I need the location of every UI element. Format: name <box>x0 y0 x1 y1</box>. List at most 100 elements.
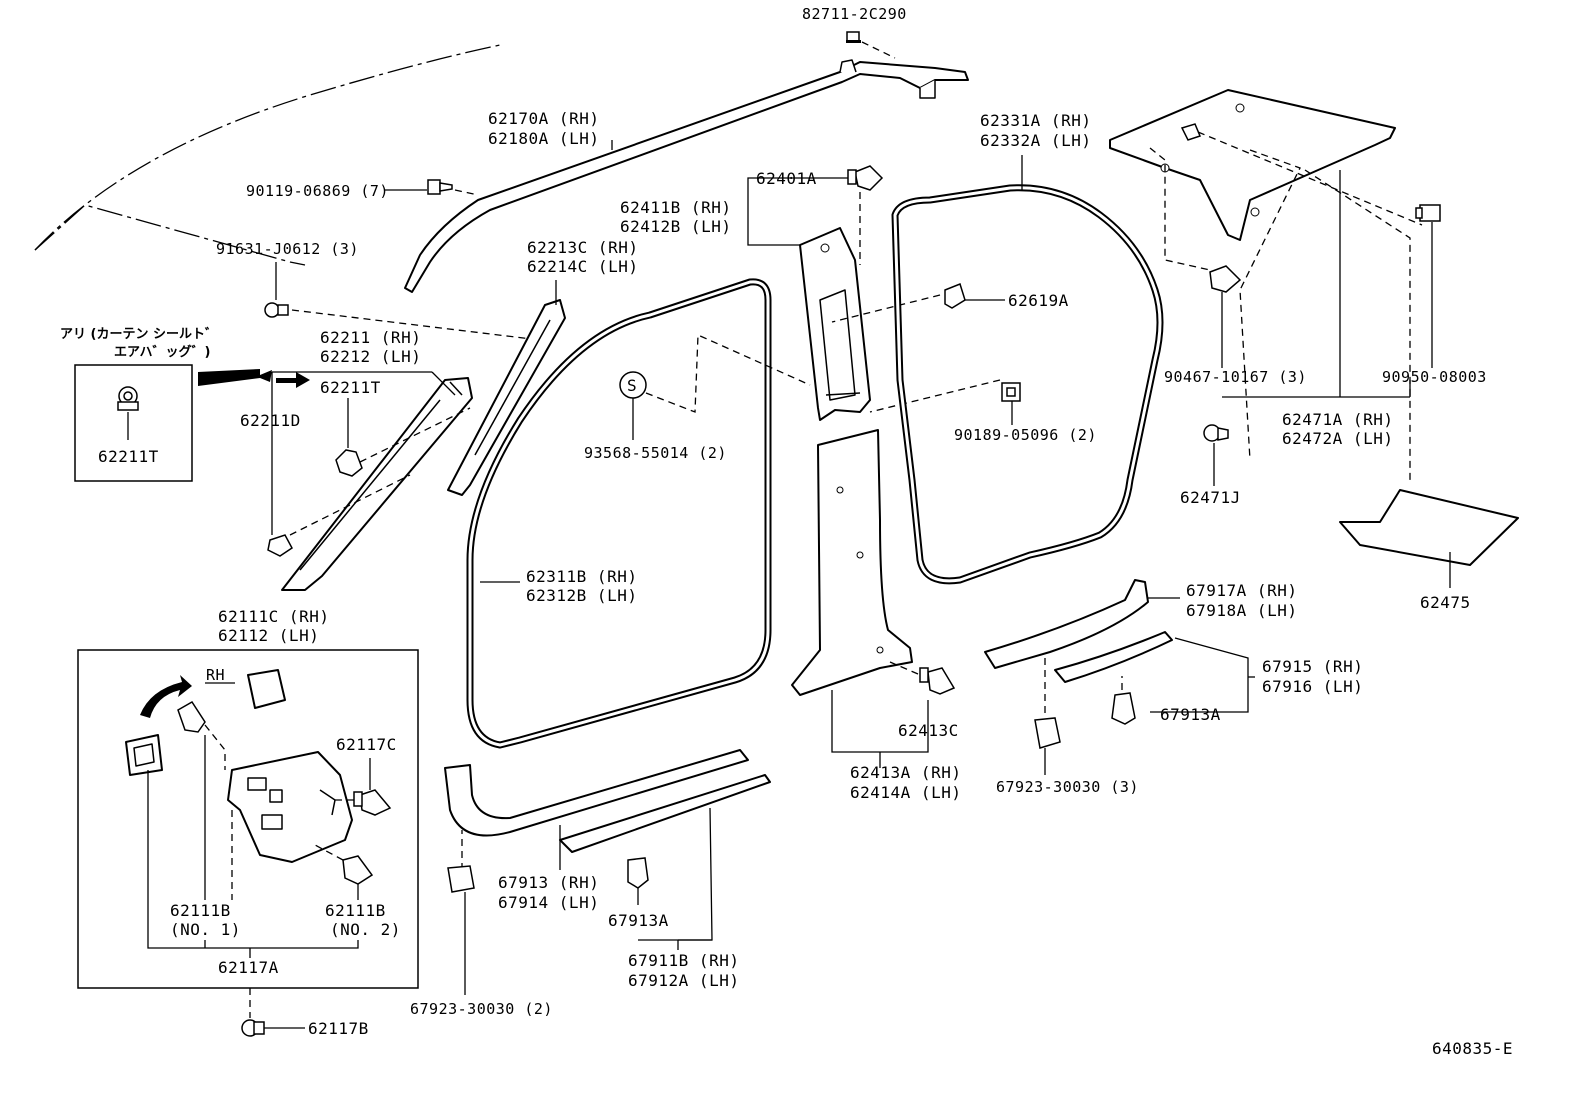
label-62111b1: 62111B <box>170 901 231 920</box>
label-62401a: 62401A <box>756 169 817 188</box>
clip-67923-c-icon <box>447 865 475 893</box>
label-67914: 67914 (LH) <box>498 893 599 912</box>
label-91631: 91631-J0612 (3) <box>216 240 359 258</box>
label-90467: 90467-10167 (3) <box>1164 368 1307 386</box>
label-62111c: 62111C (RH) <box>218 607 329 626</box>
kick-panel-bracket <box>147 735 359 949</box>
label-67911b: 67911B (RH) <box>628 951 739 970</box>
b-pillar-upper-garnish <box>799 227 871 421</box>
label-62117b: 62117B <box>308 1019 369 1038</box>
label-no2: (NO. 2) <box>330 920 401 939</box>
clip-tray-top-icon <box>1180 123 1202 141</box>
b-pillar-lower-garnish <box>791 429 913 696</box>
front-door-seal <box>466 278 772 749</box>
clip-67913a-c-icon <box>627 857 649 889</box>
a-pillar-dash-1 <box>359 407 471 463</box>
label-62312b: 62312B (LH) <box>526 586 637 605</box>
label-90950: 90950-08003 <box>1382 368 1487 386</box>
label-90119: 90119-06869 (7) <box>246 182 389 200</box>
label-67916: 67916 (LH) <box>1262 677 1363 696</box>
clip-62211t-icon <box>335 449 363 477</box>
rear-door-seal <box>891 184 1164 585</box>
label-62211t: 62211T <box>320 378 381 397</box>
clip-67913a-r-icon <box>1111 692 1136 725</box>
b-pillar-bracket <box>747 177 848 246</box>
kick-panel-bolt-dash <box>204 724 226 770</box>
clip-62413c-icon <box>919 667 956 695</box>
label-67923-r: 67923-30030 (3) <box>996 778 1139 796</box>
clip-82711-icon <box>846 31 861 43</box>
body-outline-chain <box>34 44 501 251</box>
clip-67923-r-icon <box>1034 717 1061 749</box>
rear-door-seal-inner <box>893 186 1162 583</box>
figure-id: 640835-E <box>1432 1039 1513 1058</box>
clip-90950-icon <box>1415 204 1441 222</box>
kick-panel-trim <box>227 751 353 863</box>
label-67923-c: 67923-30030 (2) <box>410 1000 553 1018</box>
label-62471j: 62471J <box>1180 488 1241 507</box>
label-62170a: 62170A (RH) <box>488 109 599 128</box>
front-door-seal-inner <box>468 280 770 747</box>
label-62112: 62112 (LH) <box>218 626 319 645</box>
label-s-mark: S <box>627 376 637 395</box>
label-62414a: 62414A (LH) <box>850 783 961 802</box>
clip-62471j-icon <box>1203 424 1229 442</box>
clip-91631-icon <box>264 302 289 318</box>
clip-90467-icon <box>1209 265 1242 293</box>
a-pillar-garnish <box>281 377 473 591</box>
label-82711: 82711-2C290 <box>802 5 907 23</box>
label-jp-line2: エアハ゛ッグ゛) <box>114 344 210 360</box>
label-67913: 67913 (RH) <box>498 873 599 892</box>
label-67913a-r: 67913A <box>1160 705 1221 724</box>
label-62413c: 62413C <box>898 721 959 740</box>
front-sill-bracket <box>677 807 713 950</box>
label-62211t-box: 62211T <box>98 447 159 466</box>
label-67912a: 67912A (LH) <box>628 971 739 990</box>
clip-62111b2-icon <box>342 855 374 885</box>
label-62214c: 62214C (LH) <box>527 257 638 276</box>
label-62331a: 62331A (RH) <box>980 111 1091 130</box>
label-67915: 67915 (RH) <box>1262 657 1363 676</box>
label-90189: 90189-05096 (2) <box>954 426 1097 444</box>
label-67918a: 67918A (LH) <box>1186 601 1297 620</box>
rear-scuff-plate <box>984 579 1149 669</box>
tray-mat <box>1339 489 1519 566</box>
label-62411b: 62411B (RH) <box>620 198 731 217</box>
kick-panel-cover-rh <box>247 669 286 709</box>
label-62111b2: 62111B <box>325 901 386 920</box>
label-62475: 62475 <box>1420 593 1471 612</box>
kick-panel-arrow <box>140 675 192 718</box>
package-tray-dash-1 <box>1197 131 1423 226</box>
label-62117a: 62117A <box>218 958 279 977</box>
a-pillar-dash-2 <box>289 474 411 536</box>
label-67913a-c: 67913A <box>608 911 669 930</box>
screw-90119-dash <box>454 189 479 196</box>
package-tray-bracket <box>1222 170 1411 398</box>
label-62311b: 62311B (RH) <box>526 567 637 586</box>
clip-90189-icon <box>1001 382 1021 402</box>
label-rh: RH <box>206 666 225 684</box>
label-62413a: 62413A (RH) <box>850 763 961 782</box>
clip-62117b-icon <box>241 1019 265 1037</box>
label-62213c: 62213C (RH) <box>527 238 638 257</box>
clip-90189-dash <box>869 379 1001 413</box>
clip-62111b2-dash <box>314 844 344 861</box>
label-62472a: 62472A (LH) <box>1282 429 1393 448</box>
clip-62413c-dash <box>889 661 919 675</box>
rear-door-sill <box>1054 631 1173 683</box>
label-jp-line1: アリ (カーテン シールト゛ <box>60 326 218 342</box>
package-tray-dash-3 <box>1239 149 1301 461</box>
s-marker-dash <box>645 334 811 413</box>
label-62412b: 62412B (LH) <box>620 217 731 236</box>
package-tray-trim <box>1109 89 1396 241</box>
clip-62117c-icon <box>353 789 392 816</box>
label-62212lh: 62212 (LH) <box>320 347 421 366</box>
screw-90119-icon <box>427 179 453 195</box>
clip-62211d-icon <box>267 534 293 557</box>
kick-panel-bolt <box>177 700 206 733</box>
label-no1: (NO. 1) <box>170 920 241 939</box>
label-62211d: 62211D <box>240 411 301 430</box>
label-62471a: 62471A (RH) <box>1282 410 1393 429</box>
label-67917a: 67917A (RH) <box>1186 581 1297 600</box>
